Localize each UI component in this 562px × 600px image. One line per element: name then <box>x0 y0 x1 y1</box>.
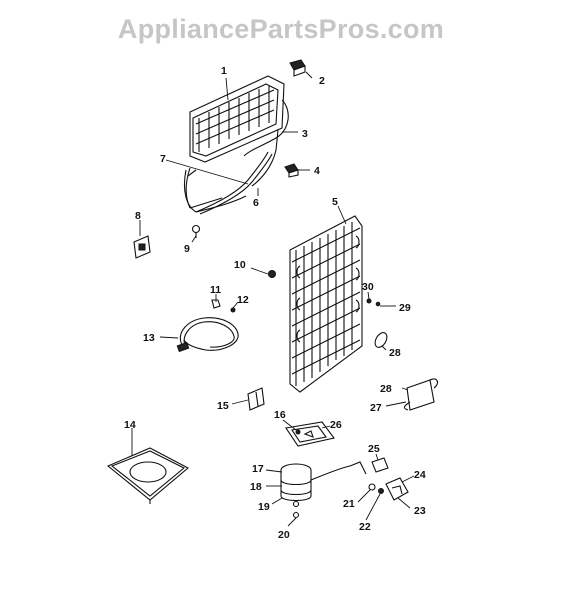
callout-7: 7 <box>160 153 166 165</box>
base-plate-part <box>106 447 189 504</box>
callout-3: 3 <box>302 128 308 140</box>
tubing-part <box>195 151 273 215</box>
screw-part <box>191 224 201 238</box>
callout-29: 29 <box>399 302 411 314</box>
callout-17: 17 <box>252 463 264 475</box>
callout-27: 27 <box>370 402 382 414</box>
callout-18: 18 <box>250 481 262 493</box>
callout-20: 20 <box>278 529 290 541</box>
callout-24: 24 <box>414 469 426 481</box>
condenser-part <box>289 215 363 393</box>
callout-26: 26 <box>330 419 342 431</box>
callout-16: 16 <box>274 409 286 421</box>
callout-23: 23 <box>414 505 426 517</box>
cover-plate-part <box>285 421 335 447</box>
callout-28-capacitor: 28 <box>380 383 392 395</box>
clip-part <box>289 59 306 77</box>
callout-15: 15 <box>217 400 229 412</box>
callout-5: 5 <box>332 196 338 208</box>
callout-6: 6 <box>253 197 259 209</box>
callout-30: 30 <box>362 281 374 293</box>
watermark: AppliancePartsPros.com <box>117 14 445 44</box>
grommet-pin-part <box>295 429 301 435</box>
callout-11: 11 <box>210 284 221 296</box>
grommet-part <box>268 270 276 278</box>
callout-labels: 1 2 3 4 5 6 7 8 9 10 11 12 13 14 15 16 1… <box>124 65 426 541</box>
compressor-part <box>280 461 367 519</box>
callout-22: 22 <box>359 521 371 533</box>
callout-14: 14 <box>124 419 136 431</box>
clip-part-2 <box>284 163 299 178</box>
relay-overload-part <box>368 457 409 501</box>
callout-10: 10 <box>234 259 246 271</box>
callout-4: 4 <box>314 165 320 177</box>
power-cord-part <box>176 317 239 353</box>
seal-ring-part <box>374 332 388 348</box>
callout-19: 19 <box>258 501 270 513</box>
callout-9: 9 <box>184 243 190 255</box>
evaporator-part <box>189 75 289 163</box>
leader-lines <box>131 71 415 527</box>
callout-25: 25 <box>368 443 380 455</box>
callout-21: 21 <box>343 498 355 510</box>
clip-part-3 <box>211 299 236 313</box>
callout-2: 2 <box>319 75 325 87</box>
callout-28-ring: 28 <box>389 347 401 359</box>
relay-cover-part <box>247 387 265 411</box>
callout-12: 12 <box>237 294 249 306</box>
heater-wire-part <box>183 129 279 213</box>
bracket-part <box>133 235 151 259</box>
callout-1: 1 <box>221 65 227 77</box>
callout-8: 8 <box>135 210 141 222</box>
capacitor-part <box>403 378 439 411</box>
callout-13: 13 <box>143 332 155 344</box>
screw-part-2 <box>366 298 381 307</box>
